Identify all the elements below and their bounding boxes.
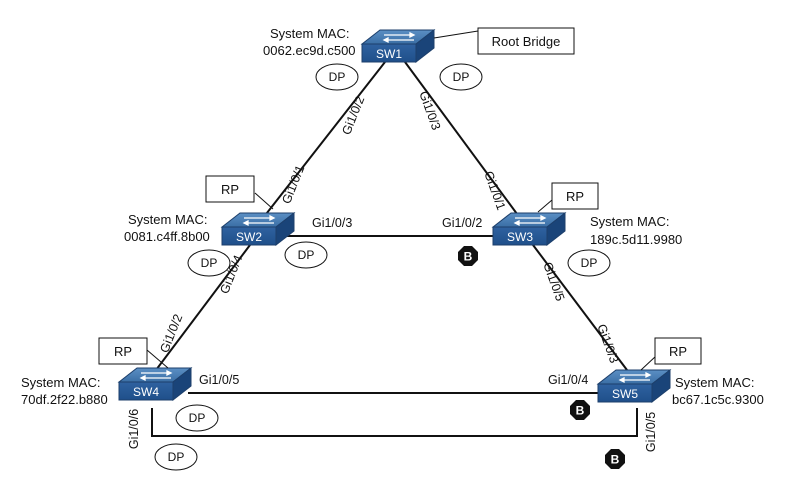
dp-sw1-right: DP xyxy=(439,63,483,91)
switch-label: SW4 xyxy=(133,385,159,399)
blocked-sw3-gi1-0-2: B xyxy=(458,246,478,266)
dp-sw2-left: DP xyxy=(187,249,231,277)
port-sw2-gi1-0-1: Gi1/0/1 xyxy=(279,163,307,206)
switch-sw5[interactable]: SW5 xyxy=(596,368,672,404)
mac-value: 189c.5d11.9980 xyxy=(590,232,682,247)
sw1-mac: System MAC: 0062.ec9d.c500 xyxy=(263,26,356,58)
blocked-label: B xyxy=(576,404,585,418)
port-sw4-gi1-0-6: Gi1/0/6 xyxy=(127,409,141,449)
blocked-label: B xyxy=(611,453,620,467)
mac-value: 0081.c4ff.8b00 xyxy=(124,229,210,244)
link-sw2-sw4 xyxy=(149,244,251,379)
sw3-mac: System MAC: 189c.5d11.9980 xyxy=(590,214,682,247)
sw2-mac: System MAC: 0081.c4ff.8b00 xyxy=(124,212,210,244)
mac-value: 70df.2f22.b880 xyxy=(21,392,108,407)
mac-caption: System MAC: xyxy=(128,212,207,227)
mac-caption: System MAC: xyxy=(590,214,669,229)
root-bridge-label: Root Bridge xyxy=(492,34,561,49)
blocked-sw5-gi1-0-4: B xyxy=(570,400,590,420)
switch-sw3[interactable]: SW3 xyxy=(491,211,567,247)
rp-label: RP xyxy=(669,344,687,359)
mac-value: bc67.1c5c.9300 xyxy=(672,392,764,407)
sw4-mac: System MAC: 70df.2f22.b880 xyxy=(21,375,108,407)
link-sw1-sw2 xyxy=(262,61,386,219)
dp-sw1-left: DP xyxy=(315,63,359,91)
sw5-rp-callout: RP xyxy=(640,337,702,371)
port-sw5-gi1-0-5: Gi1/0/5 xyxy=(644,412,658,452)
port-sw4-gi1-0-2: Gi1/0/2 xyxy=(157,312,185,355)
dp-label: DP xyxy=(298,248,315,262)
switch-sw2[interactable]: SW2 xyxy=(220,211,296,247)
port-sw3-gi1-0-1: Gi1/0/1 xyxy=(481,169,508,212)
dp-sw4-top: DP xyxy=(175,404,219,432)
port-sw4-gi1-0-5: Gi1/0/5 xyxy=(199,373,239,387)
mac-caption: System MAC: xyxy=(675,375,754,390)
link-sw4-sw5-secondary xyxy=(151,408,638,437)
port-sw5-gi1-0-3: Gi1/0/3 xyxy=(594,322,621,365)
switch-label: SW3 xyxy=(507,230,533,244)
switch-sw1[interactable]: SW1 xyxy=(360,28,436,64)
blocked-octagon-icon xyxy=(605,449,625,469)
link-sw3-sw5 xyxy=(532,244,634,379)
blocked-octagon-icon xyxy=(458,246,478,266)
mac-caption: System MAC: xyxy=(21,375,100,390)
blocked-octagon-icon xyxy=(570,400,590,420)
dp-label: DP xyxy=(453,70,470,84)
switch-label: SW5 xyxy=(612,387,638,401)
dp-sw3: DP xyxy=(567,249,611,277)
dp-label: DP xyxy=(168,450,185,464)
rp-label: RP xyxy=(566,189,584,204)
rp-label: RP xyxy=(114,344,132,359)
port-sw3-gi1-0-2: Gi1/0/2 xyxy=(442,216,482,230)
port-sw3-gi1-0-5: Gi1/0/5 xyxy=(540,260,567,303)
mac-caption: System MAC: xyxy=(270,26,349,41)
sw5-mac: System MAC: bc67.1c5c.9300 xyxy=(672,375,764,407)
blocked-sw5-gi1-0-5: B xyxy=(605,449,625,469)
switch-sw4[interactable]: SW4 xyxy=(117,366,193,402)
sw2-rp-callout: RP xyxy=(205,175,274,210)
dp-label: DP xyxy=(329,70,346,84)
dp-label: DP xyxy=(581,256,598,270)
sw3-rp-callout: RP xyxy=(537,182,599,213)
port-sw2-gi1-0-3: Gi1/0/3 xyxy=(312,216,352,230)
port-sw1-gi1-0-3: Gi1/0/3 xyxy=(416,89,443,132)
link-sw1-sw3 xyxy=(404,61,521,219)
dp-sw4-bottom: DP xyxy=(154,443,198,471)
rp-label: RP xyxy=(221,182,239,197)
mac-value: 0062.ec9d.c500 xyxy=(263,43,356,58)
switch-label: SW2 xyxy=(236,230,262,244)
dp-label: DP xyxy=(201,256,218,270)
dp-label: DP xyxy=(189,411,206,425)
sw4-rp-callout: RP xyxy=(98,337,169,369)
dp-sw2-right: DP xyxy=(284,241,328,269)
port-sw5-gi1-0-4: Gi1/0/4 xyxy=(548,373,588,387)
blocked-label: B xyxy=(464,250,473,264)
root-bridge-callout: Root Bridge xyxy=(433,27,575,55)
switch-label: SW1 xyxy=(376,47,402,61)
